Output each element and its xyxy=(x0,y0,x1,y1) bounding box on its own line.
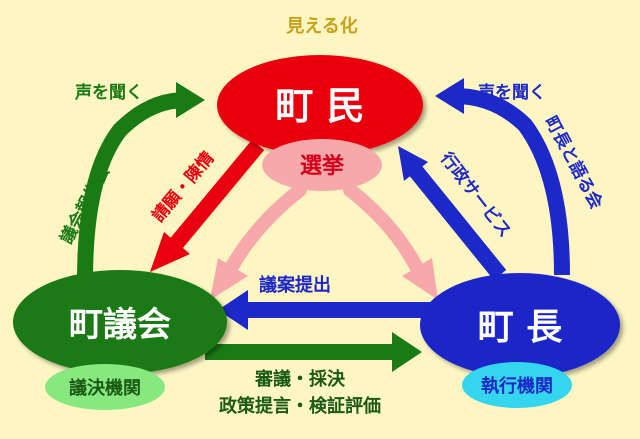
election-node: 選挙 xyxy=(262,139,382,191)
council-node: 町議会 xyxy=(13,270,227,374)
council-sub-node: 議決機関 xyxy=(45,364,165,410)
election-arrowhead-council xyxy=(210,258,248,300)
council-label: 町議会 xyxy=(69,305,171,345)
mayor-to-residents-arrowhead xyxy=(435,78,464,114)
admin-service-arrowhead xyxy=(398,146,428,181)
council-listen-label: 声を聞く xyxy=(74,82,143,103)
election-arrows xyxy=(223,183,425,277)
residents-node: 町 民 xyxy=(217,55,423,155)
election-arrowhead-mayor xyxy=(402,258,438,300)
residents-label: 町 民 xyxy=(275,84,364,128)
admin-service-label: 行政サービス xyxy=(435,147,515,241)
mayor-label: 町 長 xyxy=(478,307,564,348)
mayor-node: 町 長 xyxy=(420,273,620,377)
election-arrow-council xyxy=(223,183,307,277)
bill-submit-arrowhead xyxy=(218,290,248,330)
bill-submit-label: 議案提出 xyxy=(259,274,331,296)
title: 見える化 xyxy=(285,15,357,37)
mayor-to-residents-arrow xyxy=(454,88,570,276)
mayor-listen-label: 声を聞く xyxy=(477,82,546,103)
petition-arrow xyxy=(168,139,265,251)
council-to-residents-arrowhead xyxy=(176,82,205,118)
policy-eval-label: 政策提言・検証評価 xyxy=(219,395,381,417)
deliberation-arrowhead xyxy=(392,332,422,372)
admin-service-arrow xyxy=(408,164,507,281)
council-sub-label: 議決機関 xyxy=(69,377,141,399)
petition-arrowhead xyxy=(150,232,190,272)
election-label: 選挙 xyxy=(300,153,345,179)
council-to-residents-arrow xyxy=(77,92,186,281)
mayor-sub-label: 執行機関 xyxy=(481,375,553,397)
mayor-sub-node: 執行機関 xyxy=(462,362,572,408)
deliberation-label: 審議・採決 xyxy=(254,368,346,390)
election-arrow-mayor xyxy=(343,183,425,277)
